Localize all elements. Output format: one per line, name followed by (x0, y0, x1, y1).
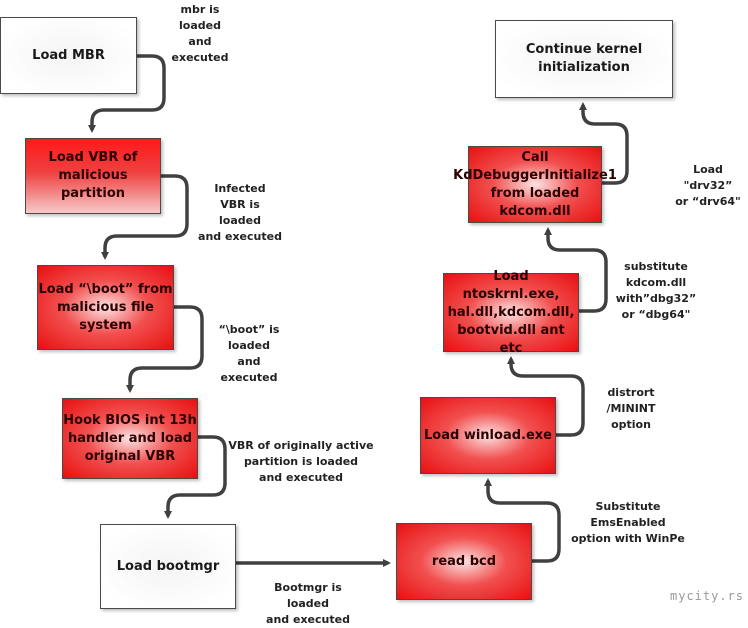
box-load-bootmgr: Load bootmgr (100, 524, 236, 609)
arrow-boot-to-hook (126, 305, 204, 393)
label-substitute-kdcom: substitute kdcom.dll with”dbg32” or “dbg… (615, 260, 697, 321)
box-read-bcd: read bcd (396, 523, 532, 600)
box-hook-bios: Hook BIOS int 13h handler and load origi… (62, 398, 198, 479)
label-substitute-emsenabled: Substitute EmsEnabled option with WinPe (571, 500, 685, 545)
box-load-ntoskrnl: Load ntoskrnl.exe, hal.dll,kdcom.dll, bo… (443, 269, 579, 356)
watermark: mycity.rs (670, 589, 745, 603)
arrow-hook-to-bootmgr (164, 435, 227, 519)
flow-arrows (88, 54, 629, 567)
label-bootmgr-loaded: Bootmgr is loaded and executed (266, 581, 350, 626)
box-load-vbr: Load VBR of malicious partition (25, 138, 161, 214)
arrow-vbr-to-boot (101, 174, 189, 260)
box-call-kddebugger: Call KdDebuggerInitialize1 from loaded k… (453, 146, 617, 223)
label-load-drv: Load "drv32” or “drv64" (675, 163, 741, 208)
label-distort-minint: distrort /MININT option (606, 386, 656, 431)
box-load-boot: Load “\boot” from malicious file system (37, 265, 174, 350)
box-load-winload: Load winload.exe (420, 397, 556, 474)
box-load-mbr: Load MBR (0, 17, 137, 94)
arrow-kddebugger-to-continue (579, 102, 629, 185)
label-original-vbr-loaded: VBR of originally active partition is lo… (228, 439, 374, 484)
box-continue-kernel: Continue kernel initialization (495, 20, 673, 98)
arrow-ntoskrnl-to-kddebugger (544, 227, 608, 313)
label-mbr-loaded: mbr is loaded and executed (171, 3, 229, 64)
arrow-bcd-to-winload (484, 478, 561, 563)
arrow-winload-to-ntoskrnl (507, 356, 585, 437)
arrow-mbr-to-vbr (88, 54, 166, 133)
label-boot-loaded: “\boot” is loaded and executed (218, 323, 280, 384)
label-vbr-loaded: Infected VBR is loaded and executed (198, 182, 282, 243)
